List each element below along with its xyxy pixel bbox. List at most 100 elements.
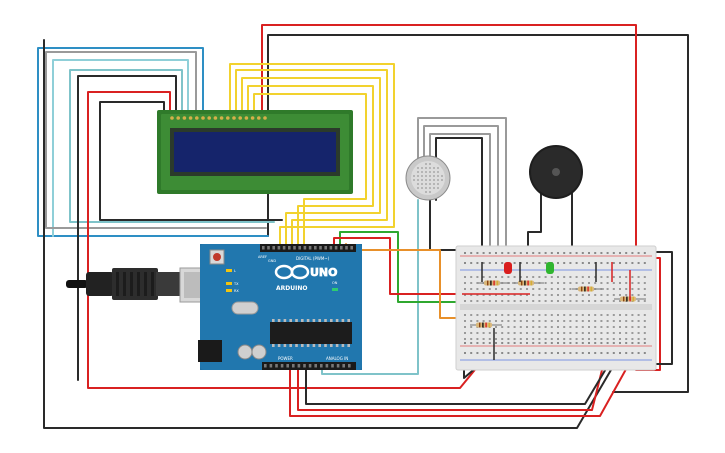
terminal-hole xyxy=(519,338,522,340)
rail-hole xyxy=(619,252,621,254)
terminal-hole xyxy=(581,282,584,284)
terminal-hole xyxy=(513,338,516,340)
terminal-hole xyxy=(569,338,572,340)
rail-hole xyxy=(612,352,615,354)
chip-pin xyxy=(312,344,316,347)
terminal-hole xyxy=(501,338,504,340)
terminal-hole xyxy=(631,282,634,284)
terminal-hole xyxy=(470,294,473,296)
header-pin xyxy=(325,364,329,368)
resistor-band xyxy=(521,280,523,286)
terminal-hole xyxy=(495,300,497,302)
mesh-dot xyxy=(441,175,443,177)
mesh-dot xyxy=(429,171,431,173)
terminal-hole xyxy=(532,300,535,302)
terminal-hole xyxy=(470,288,473,290)
rail-hole xyxy=(519,352,522,354)
terminal-hole xyxy=(619,282,621,284)
terminal-hole xyxy=(488,338,491,340)
terminal-hole xyxy=(557,288,559,290)
terminal-hole xyxy=(612,320,615,322)
terminal-hole xyxy=(581,320,584,322)
terminal-hole xyxy=(488,276,491,278)
terminal-hole xyxy=(619,314,621,316)
terminal-hole xyxy=(569,294,572,296)
rail-hole xyxy=(563,342,566,344)
lcd-pin xyxy=(257,116,261,120)
terminal-hole xyxy=(612,338,615,340)
wire-black-outer-bottom xyxy=(43,39,619,429)
rail-hole xyxy=(470,342,473,344)
chip-pin xyxy=(272,344,275,347)
rail-hole xyxy=(557,342,559,344)
wire-black-left-2 xyxy=(99,101,283,221)
rail-hole xyxy=(482,262,485,264)
usb-rib xyxy=(123,272,126,296)
rail-hole xyxy=(625,252,628,254)
terminal-hole xyxy=(594,326,597,328)
terminal-hole xyxy=(569,314,572,316)
chip-pin xyxy=(341,344,345,347)
terminal-hole xyxy=(557,326,559,328)
terminal-hole xyxy=(532,332,535,334)
rail-hole xyxy=(631,352,634,354)
header-pin xyxy=(342,364,345,368)
rail-hole xyxy=(569,262,572,264)
terminal-hole xyxy=(544,282,547,284)
terminal-hole xyxy=(563,294,566,296)
terminal-hole xyxy=(526,332,528,334)
terminal-hole xyxy=(600,326,603,328)
rail-hole xyxy=(501,262,504,264)
terminal-hole xyxy=(470,276,473,278)
rail-hole xyxy=(575,352,578,354)
terminal-hole xyxy=(631,288,634,290)
terminal-hole xyxy=(476,300,479,302)
resistor-band xyxy=(623,296,625,302)
terminal-hole xyxy=(637,332,640,334)
terminal-hole xyxy=(625,288,628,290)
terminal-hole xyxy=(488,314,491,316)
rail-hole xyxy=(476,262,479,264)
resistor-band xyxy=(581,286,583,292)
terminal-hole xyxy=(625,294,628,296)
terminal-hole xyxy=(606,276,609,278)
mesh-dot xyxy=(425,175,427,177)
terminal-hole xyxy=(513,300,516,302)
rail-hole xyxy=(637,262,640,264)
terminal-hole xyxy=(519,314,522,316)
terminal-hole xyxy=(563,326,566,328)
rail-hole xyxy=(501,352,504,354)
rail-hole xyxy=(482,342,485,344)
header-pin xyxy=(331,364,334,368)
rail-hole xyxy=(575,342,578,344)
terminal-hole xyxy=(625,332,628,334)
wire-red-bottom-1 xyxy=(297,361,605,411)
terminal-hole xyxy=(470,314,473,316)
terminal-hole xyxy=(643,332,646,334)
rail-hole xyxy=(594,252,597,254)
terminal-hole xyxy=(557,276,559,278)
rail-hole xyxy=(532,352,535,354)
terminal-hole xyxy=(550,288,553,290)
terminal-hole xyxy=(501,294,504,296)
chip-pin xyxy=(324,319,327,322)
resistor-band xyxy=(632,296,634,302)
header-pin xyxy=(308,246,312,250)
rail-hole xyxy=(482,352,485,354)
chip-pin xyxy=(312,319,316,322)
mesh-dot xyxy=(425,171,427,173)
terminal-hole xyxy=(495,314,497,316)
terminal-hole xyxy=(612,288,615,290)
chip-pin xyxy=(306,319,310,322)
terminal-hole xyxy=(482,294,485,296)
rail-hole xyxy=(569,352,572,354)
rail-hole xyxy=(532,262,535,264)
terminal-hole xyxy=(532,338,535,340)
terminal-hole xyxy=(637,326,640,328)
terminal-hole xyxy=(482,332,485,334)
chip-pin xyxy=(283,319,287,322)
header-pin xyxy=(267,246,270,250)
chip-pin xyxy=(318,344,321,347)
rail-hole xyxy=(643,352,646,354)
rail-hole xyxy=(619,342,621,344)
